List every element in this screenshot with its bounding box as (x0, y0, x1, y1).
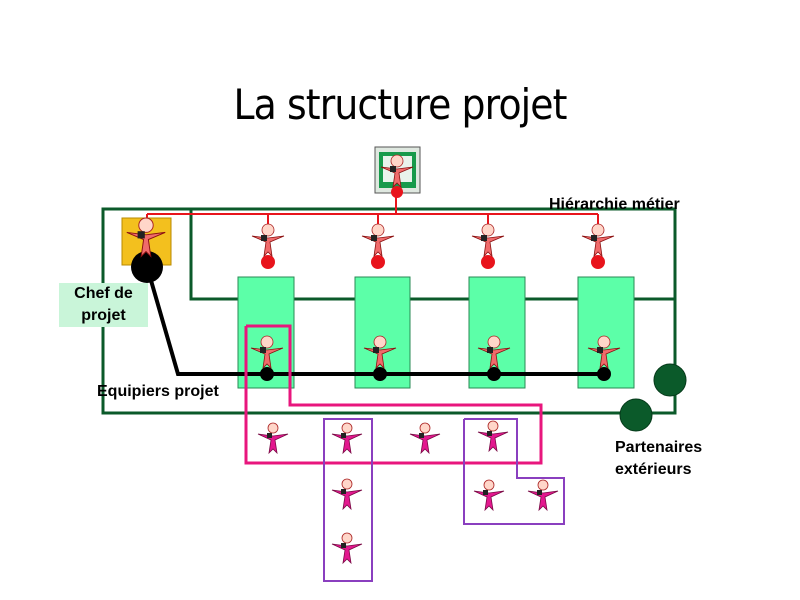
subgroup-outline (463, 418, 565, 525)
partner-circle-icon (619, 398, 653, 432)
team-outline (244, 324, 543, 465)
person-icon (473, 479, 505, 511)
person-icon (363, 335, 397, 381)
slide-title: La structure projet (233, 80, 567, 129)
person-icon (587, 335, 621, 381)
chef-node (131, 251, 163, 283)
chef-label: Chef de projet (59, 283, 148, 327)
person-icon (331, 478, 363, 510)
partners-label: Partenaires extérieurs (615, 439, 703, 478)
person-icon (250, 335, 284, 381)
project-line (146, 269, 606, 376)
person-icon (471, 223, 505, 269)
person-icon (331, 422, 363, 454)
person-icon (251, 223, 285, 269)
person-icon (331, 532, 363, 564)
hierarchy-label: Hiérarchie métier (549, 196, 680, 213)
person-icon (477, 335, 511, 381)
person-icon (581, 223, 615, 269)
partner-circle-icon (653, 363, 687, 397)
person-icon (409, 422, 441, 454)
subgroup-outline (323, 418, 373, 582)
person-icon (257, 422, 289, 454)
person-icon (477, 420, 509, 452)
person-icon (361, 223, 395, 269)
team-label: Equipiers projet (97, 383, 219, 400)
person-icon (527, 479, 559, 511)
